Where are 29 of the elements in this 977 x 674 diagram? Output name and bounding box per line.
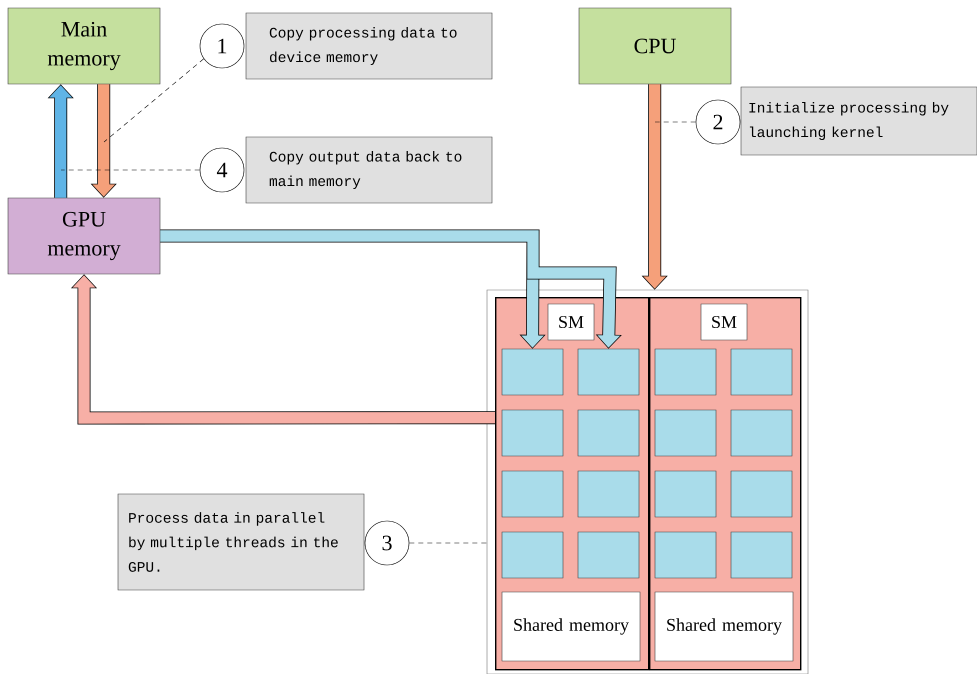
core-box: [730, 410, 792, 456]
leader-line: [409, 542, 487, 544]
leader-line: [104, 58, 204, 142]
core-box: [654, 348, 716, 396]
core-box: [502, 470, 564, 518]
shared-memory-box: Shared memory: [502, 592, 640, 662]
core-box: [654, 532, 716, 578]
core-box: [654, 470, 716, 518]
core-box: [502, 532, 564, 578]
label-box: SM: [700, 304, 748, 340]
processor-box: CPU: [578, 8, 732, 84]
core-box: [578, 470, 640, 518]
core-box: [730, 470, 792, 518]
note-box: Copy processing data to device memory: [246, 12, 492, 80]
memory-box: GPU memory: [8, 198, 160, 274]
core-box: [502, 410, 564, 456]
shared-memory-box: Shared memory: [654, 592, 794, 662]
block-arrow: [70, 274, 496, 424]
note-box: Process data in parallel by multiple threads in the GPU.: [118, 494, 364, 590]
label-box: SM: [548, 304, 594, 340]
core-box: [578, 410, 640, 456]
note-box: Initialize processing by launching kernel: [740, 86, 977, 156]
core-box: [730, 532, 792, 578]
note-box: Copy output data back to main memory: [246, 136, 492, 204]
core-box: [654, 410, 716, 456]
block-arrow: [160, 230, 622, 349]
core-box: [730, 348, 792, 396]
core-box: [578, 532, 640, 578]
memory-box: Main memory: [8, 8, 160, 84]
